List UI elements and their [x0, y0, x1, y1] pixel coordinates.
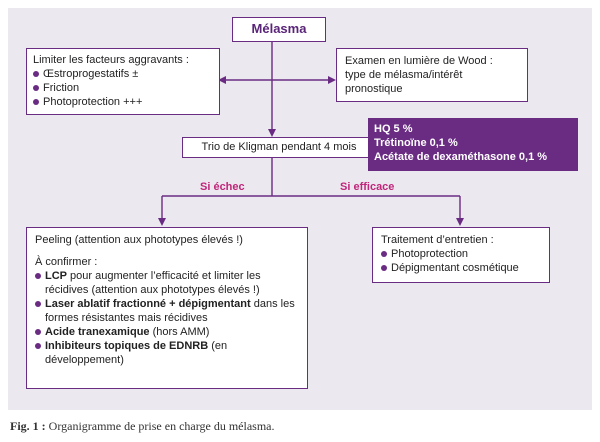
- title-box: Mélasma: [232, 17, 326, 42]
- formula-box: HQ 5 % Trétinoïne 0,1 % Acétate de dexam…: [368, 118, 578, 171]
- list-item-bold: Laser ablatif fractionné + dépigmentant: [45, 298, 251, 310]
- list-item: Dépigmentant cosmétique: [381, 261, 541, 275]
- list-item-text: pour augmenter l’efficacité et limiter l…: [45, 270, 261, 296]
- maintenance-heading: Traitement d’entretien :: [381, 234, 494, 246]
- peeling-box: Peeling (attention aux phototypes élevés…: [26, 227, 308, 389]
- list-item-bold: LCP: [45, 270, 67, 282]
- figure-caption: Fig. 1 : Organigramme de prise en charge…: [10, 419, 274, 434]
- kligman-label: Trio de Kligman pendant 4 mois: [201, 141, 357, 153]
- list-item-text: (hors AMM): [149, 326, 210, 338]
- title-text: Mélasma: [251, 21, 307, 36]
- maintenance-box: Traitement d’entretien : Photoprotection…: [372, 227, 550, 283]
- wood-line-1: Examen en lumière de Wood :: [345, 55, 493, 67]
- aggravating-list: Œstroprogestatifs ± Friction Photoprotec…: [33, 67, 213, 109]
- list-item: Photoprotection +++: [33, 95, 213, 109]
- formula-item: Trétinoïne 0,1 %: [374, 137, 458, 149]
- list-item-text: dans les formes résistantes mais récidiv…: [45, 298, 295, 324]
- wood-box: Examen en lumière de Wood : type de méla…: [336, 48, 528, 102]
- formula-item: Acétate de dexaméthasone 0,1 %: [374, 151, 548, 163]
- wood-line-2: type de mélasma/intérêt: [345, 69, 463, 81]
- peeling-confirm: À confirmer :: [35, 256, 98, 268]
- peeling-heading: Peeling (attention aux phototypes élevés…: [35, 234, 243, 246]
- list-item-bold: Acide tranexamique: [45, 326, 150, 338]
- kligman-box: Trio de Kligman pendant 4 mois: [182, 137, 376, 158]
- branch-success-label: Si efficace: [340, 181, 395, 193]
- list-item: Laser ablatif fractionné + dépigmentant …: [35, 297, 299, 325]
- list-item-bold: Inhibiteurs topiques de EDNRB: [45, 340, 209, 352]
- caption-label: Fig. 1 :: [10, 419, 46, 433]
- caption-text: Organigramme de prise en charge du mélas…: [45, 419, 275, 433]
- wood-line-3: pronostique: [345, 83, 403, 95]
- list-item: Œstroprogestatifs ±: [33, 67, 213, 81]
- list-item: Inhibiteurs topiques de EDNRB (en dévelo…: [35, 339, 299, 367]
- list-item: Acide tranexamique (hors AMM): [35, 325, 299, 339]
- list-item: LCP pour augmenter l’efficacité et limit…: [35, 269, 299, 297]
- list-item: Photoprotection: [381, 247, 541, 261]
- list-item-text: (en développement): [45, 340, 228, 366]
- branch-failure-label: Si échec: [200, 181, 245, 193]
- formula-item: HQ 5 %: [374, 123, 413, 135]
- maintenance-list: Photoprotection Dépigmentant cosmétique: [381, 247, 541, 275]
- aggravating-heading: Limiter les facteurs aggravants :: [33, 54, 189, 66]
- aggravating-box: Limiter les facteurs aggravants : Œstrop…: [26, 48, 220, 115]
- peeling-list: LCP pour augmenter l’efficacité et limit…: [35, 269, 299, 367]
- list-item: Friction: [33, 81, 213, 95]
